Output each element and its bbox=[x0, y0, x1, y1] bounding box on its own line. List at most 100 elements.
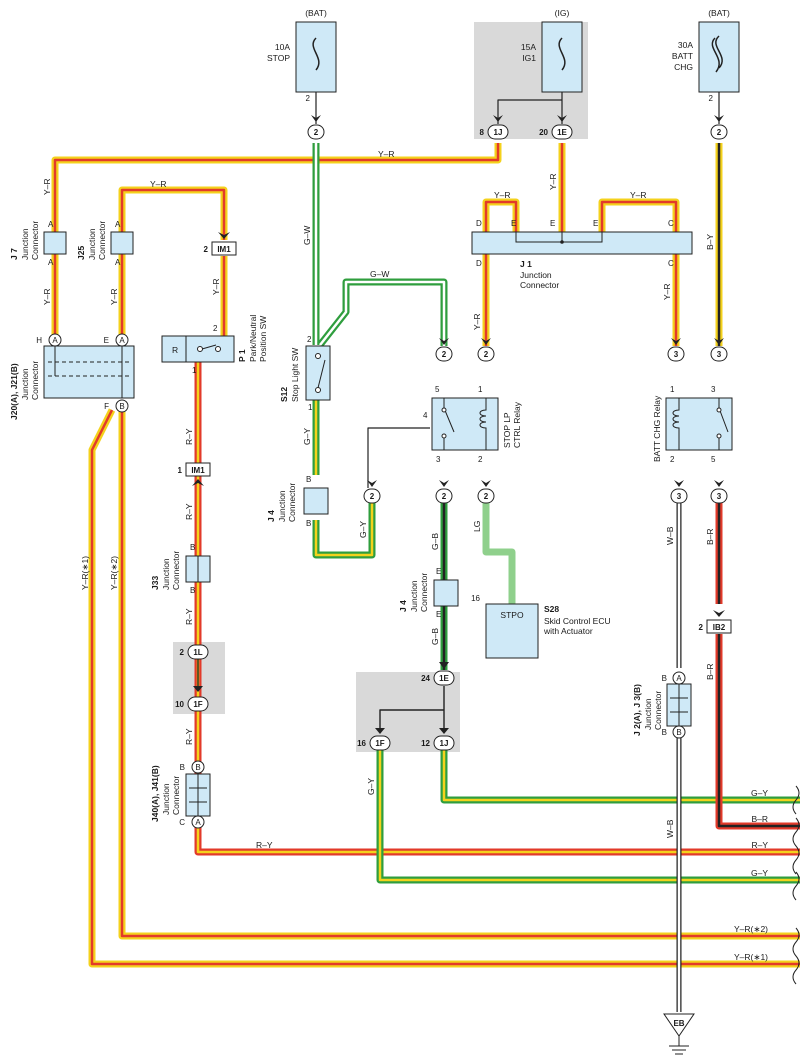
svg-text:W–B: W–B bbox=[665, 526, 675, 545]
svg-text:A: A bbox=[119, 336, 125, 345]
svg-text:2: 2 bbox=[442, 350, 447, 359]
connector-1j-top: 1J8 bbox=[480, 124, 509, 140]
pin-oval: 2 bbox=[363, 488, 381, 504]
svg-text:Y–R: Y–R bbox=[630, 190, 647, 200]
svg-text:E: E bbox=[550, 219, 555, 228]
svg-text:20: 20 bbox=[539, 128, 548, 137]
svg-text:1E: 1E bbox=[439, 674, 449, 683]
svg-text:16: 16 bbox=[471, 594, 480, 603]
svg-text:Junction: Junction bbox=[20, 228, 30, 260]
svg-text:2: 2 bbox=[180, 648, 185, 657]
svg-text:3: 3 bbox=[436, 455, 441, 464]
connector-1f: 1F 10 bbox=[175, 696, 209, 712]
svg-text:R: R bbox=[172, 345, 178, 355]
svg-text:LG: LG bbox=[472, 521, 482, 532]
svg-text:3: 3 bbox=[717, 492, 722, 501]
svg-text:B: B bbox=[180, 763, 185, 772]
wire-yr-top bbox=[51, 143, 502, 232]
svg-text:G–B: G–B bbox=[430, 628, 440, 645]
svg-text:Y–R(∗1): Y–R(∗1) bbox=[80, 556, 90, 590]
svg-text:J20(A), J21(B): J20(A), J21(B) bbox=[9, 363, 19, 420]
svg-text:C: C bbox=[179, 818, 185, 827]
svg-text:D: D bbox=[476, 219, 482, 228]
connector-1l: 1L 2 bbox=[180, 644, 209, 660]
svg-text:1F: 1F bbox=[375, 739, 384, 748]
wires bbox=[51, 68, 800, 1012]
wire-labels: Y–R Y–R Y–R Y–R Y–R Y–R G–W G–W G–Y G–Y … bbox=[42, 149, 715, 850]
svg-text:1: 1 bbox=[670, 385, 675, 394]
svg-text:with Actuator: with Actuator bbox=[543, 626, 593, 636]
svg-text:G–Y: G–Y bbox=[302, 428, 312, 445]
pin-oval: 2 bbox=[477, 346, 495, 362]
svg-text:1: 1 bbox=[478, 385, 483, 394]
svg-text:BATT: BATT bbox=[672, 51, 693, 61]
connector-1e-mid: 1E 24 bbox=[421, 670, 455, 686]
svg-text:3: 3 bbox=[674, 350, 679, 359]
svg-text:12: 12 bbox=[421, 739, 430, 748]
svg-text:B–R: B–R bbox=[705, 528, 715, 545]
svg-text:Junction: Junction bbox=[277, 490, 287, 522]
svg-text:R–Y: R–Y bbox=[751, 840, 768, 850]
svg-text:1L: 1L bbox=[193, 648, 202, 657]
svg-text:G–Y: G–Y bbox=[366, 778, 376, 795]
svg-text:10: 10 bbox=[175, 700, 184, 709]
svg-text:B–Y: B–Y bbox=[705, 234, 715, 250]
svg-text:A: A bbox=[115, 220, 121, 229]
svg-text:P 1: P 1 bbox=[237, 349, 247, 362]
svg-text:2: 2 bbox=[370, 492, 375, 501]
svg-text:30A: 30A bbox=[678, 40, 693, 50]
svg-text:J33: J33 bbox=[150, 576, 160, 590]
junction-j40-j41: B A BC J40(A), J41(B) Junction Connector bbox=[150, 760, 211, 829]
junction-j7: AA J 7 Junction Connector bbox=[9, 220, 67, 267]
svg-text:2: 2 bbox=[213, 324, 218, 333]
svg-text:Connector: Connector bbox=[520, 280, 559, 290]
pin-oval: 3 bbox=[667, 346, 685, 362]
svg-text:Junction: Junction bbox=[409, 580, 419, 612]
svg-text:1F: 1F bbox=[193, 700, 202, 709]
svg-text:24: 24 bbox=[421, 674, 430, 683]
svg-text:2: 2 bbox=[484, 350, 489, 359]
junction-j20-j21: A A B H E F J20(A), J21(B) Junction Conn… bbox=[9, 333, 135, 420]
svg-text:J 1: J 1 bbox=[520, 259, 532, 269]
svg-text:G–Y: G–Y bbox=[751, 788, 768, 798]
svg-text:A: A bbox=[48, 220, 54, 229]
svg-text:1J: 1J bbox=[494, 128, 503, 137]
pin-oval: 2 bbox=[710, 124, 728, 140]
svg-text:2: 2 bbox=[670, 455, 675, 464]
svg-text:IG1: IG1 bbox=[522, 53, 536, 63]
svg-text:STOP: STOP bbox=[267, 53, 290, 63]
svg-text:STPO: STPO bbox=[500, 610, 524, 620]
svg-text:B: B bbox=[190, 543, 195, 552]
junction-j4-lower: EE J 4 Junction Connector bbox=[398, 567, 459, 619]
stop-light-switch-s12: 21 S12 Stop Light SW bbox=[279, 335, 331, 412]
svg-text:4: 4 bbox=[423, 411, 428, 420]
svg-text:2: 2 bbox=[204, 245, 209, 254]
svg-text:Connector: Connector bbox=[653, 691, 663, 730]
svg-text:Junction: Junction bbox=[161, 558, 171, 590]
svg-text:(BAT): (BAT) bbox=[305, 8, 327, 18]
svg-text:1: 1 bbox=[192, 366, 197, 375]
svg-text:5: 5 bbox=[435, 385, 440, 394]
svg-text:Y–R(∗1): Y–R(∗1) bbox=[734, 952, 768, 962]
svg-text:D: D bbox=[476, 259, 482, 268]
svg-text:Connector: Connector bbox=[97, 221, 107, 260]
svg-text:Y–R: Y–R bbox=[109, 288, 119, 305]
svg-text:J40(A), J41(B): J40(A), J41(B) bbox=[150, 765, 160, 822]
junction-j25: AA J25 Junction Connector bbox=[76, 220, 134, 267]
svg-text:Connector: Connector bbox=[171, 776, 181, 815]
svg-text:2: 2 bbox=[699, 623, 704, 632]
pin-oval: 2 bbox=[477, 488, 495, 504]
svg-text:G–Y: G–Y bbox=[358, 521, 368, 538]
svg-text:Y–R: Y–R bbox=[378, 149, 395, 159]
svg-text:R–Y: R–Y bbox=[184, 608, 194, 625]
svg-text:EB: EB bbox=[673, 1019, 684, 1028]
svg-text:A: A bbox=[48, 258, 54, 267]
svg-text:G–W: G–W bbox=[302, 226, 312, 245]
svg-text:2: 2 bbox=[314, 128, 319, 137]
svg-text:B: B bbox=[190, 586, 195, 595]
svg-text:B: B bbox=[195, 763, 200, 772]
svg-text:IM1: IM1 bbox=[191, 466, 205, 475]
